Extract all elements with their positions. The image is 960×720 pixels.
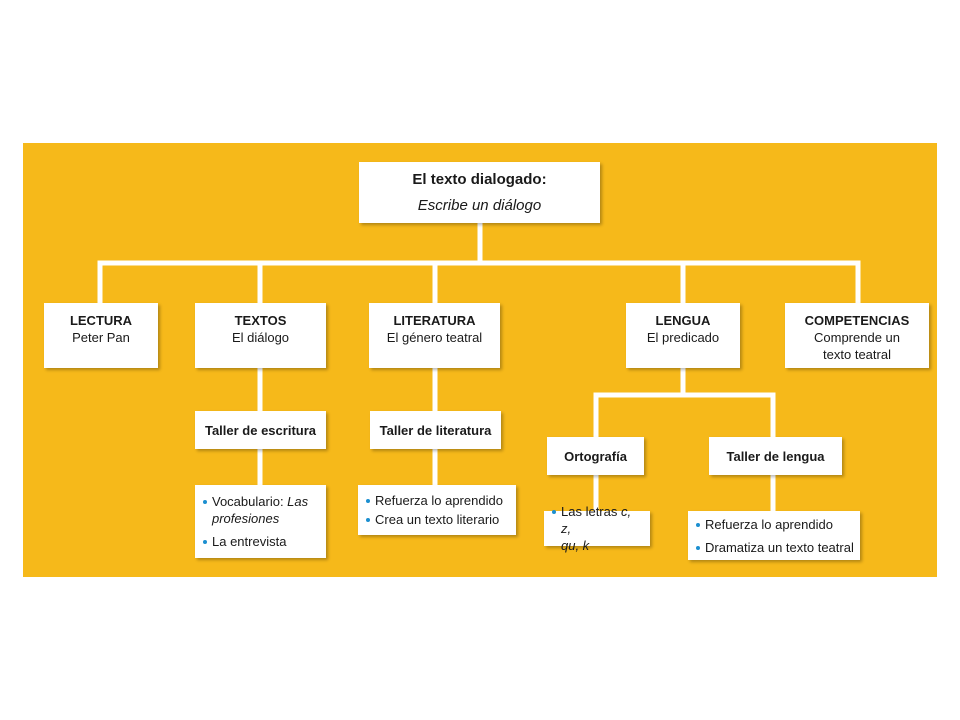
list-escritura-item2: La entrevista	[212, 534, 287, 549]
list-item: Refuerza lo aprendido	[694, 516, 854, 533]
list-item: Dramatiza un texto teatral	[694, 539, 854, 556]
list-literatura-item1: Refuerza lo aprendido	[375, 493, 503, 508]
list-literatura-item2: Crea un texto literario	[375, 512, 500, 527]
section-textos-text: El diálogo	[231, 330, 290, 345]
list-escritura: Vocabulario: Las profesiones La entrevis…	[195, 485, 326, 558]
list-lengua-items: Refuerza lo aprendido Dramatiza un texto…	[694, 514, 854, 558]
list-escritura-item1-italic: Las	[287, 494, 309, 509]
section-literatura-text: El género teatral	[386, 330, 483, 345]
list-item: Vocabulario: Las profesiones	[201, 493, 308, 527]
root-title: El texto dialogado:	[412, 170, 547, 188]
section-lengua-title: LENGUA	[655, 313, 711, 328]
taller-literatura: Taller de literatura	[370, 411, 501, 449]
section-lengua-text: El predicado	[646, 330, 720, 345]
section-textos-title: TEXTOS	[234, 313, 287, 328]
list-ortografia-italic1: c, z,	[561, 504, 632, 536]
list-ortografia-italic2: qu, k	[561, 538, 590, 553]
connector-lines	[97, 220, 861, 514]
list-lengua: Refuerza lo aprendido Dramatiza un texto…	[688, 511, 860, 560]
section-lengua: LENGUA El predicado	[626, 303, 740, 368]
list-escritura-item1-line2: profesiones	[212, 511, 280, 526]
list-literatura: Refuerza lo aprendido Crea un texto lite…	[358, 485, 516, 535]
section-lectura-title: LECTURA	[69, 313, 133, 328]
root-node: El texto dialogado: Escribe un diálogo	[359, 162, 600, 223]
list-ortografia: Las letras c, z, qu, k	[544, 504, 650, 553]
section-textos: TEXTOS El diálogo	[195, 303, 326, 368]
section-lectura-text: Peter Pan	[72, 330, 130, 345]
section-competencias: COMPETENCIAS Comprende un texto teatral	[785, 303, 929, 368]
ortografia-label: Ortografía	[564, 448, 627, 464]
list-escritura-item1-prefix: Vocabulario:	[212, 494, 288, 509]
list-lengua-item1: Refuerza lo aprendido	[705, 516, 833, 532]
section-competencias-text-2: texto teatral	[823, 347, 891, 362]
taller-literatura-label: Taller de literatura	[379, 422, 492, 438]
list-ortografia-items: Las letras c, z, qu, k	[550, 501, 644, 556]
section-literatura-title: LITERATURA	[393, 313, 476, 328]
taller-escritura-label: Taller de escritura	[204, 422, 317, 438]
taller-lengua-label: Taller de lengua	[726, 448, 825, 464]
list-lengua-item2: Dramatiza un texto teatral	[705, 539, 854, 555]
list-item: La entrevista	[201, 533, 308, 550]
section-competencias-text-1: Comprende un	[814, 330, 900, 345]
list-literatura-items: Refuerza lo aprendido Crea un texto lite…	[364, 490, 503, 530]
concept-map: El texto dialogado: Escribe un diálogo L…	[23, 143, 937, 577]
list-item: Refuerza lo aprendido	[364, 492, 503, 509]
taller-escritura: Taller de escritura	[195, 411, 326, 449]
taller-lengua: Taller de lengua	[709, 437, 842, 475]
section-competencias-title: COMPETENCIAS	[804, 313, 910, 328]
list-item: Crea un texto literario	[364, 511, 503, 528]
section-literatura: LITERATURA El género teatral	[369, 303, 500, 368]
ortografia-node: Ortografía	[547, 437, 644, 475]
section-lectura: LECTURA Peter Pan	[44, 303, 158, 368]
list-escritura-items: Vocabulario: Las profesiones La entrevis…	[201, 491, 308, 552]
list-item: Las letras c, z, qu, k	[550, 503, 644, 554]
root-subtitle: Escribe un diálogo	[417, 196, 542, 214]
list-ortografia-prefix: Las letras	[561, 504, 621, 519]
